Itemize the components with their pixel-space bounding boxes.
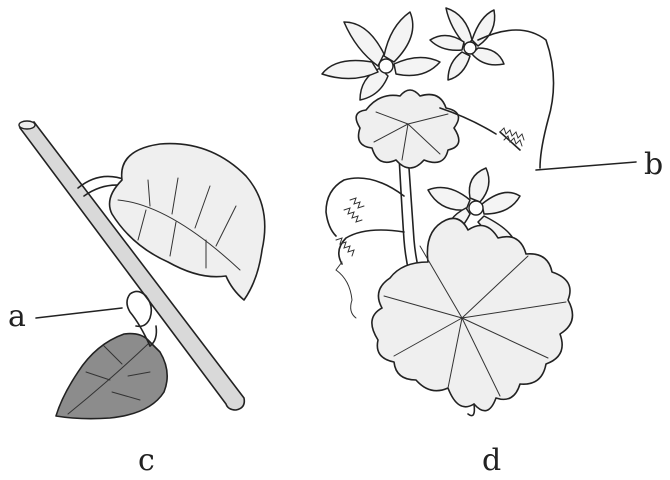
large-palmate-leaf xyxy=(372,218,573,410)
figure-c: a c xyxy=(8,121,265,478)
pointer-b-line xyxy=(536,162,636,170)
figure-d: b d xyxy=(322,8,663,478)
label-b: b xyxy=(644,147,663,182)
left-tendril-upper-coil xyxy=(344,198,364,222)
label-a: a xyxy=(8,299,26,334)
pointer-a-line xyxy=(36,308,122,318)
caption-d: d xyxy=(482,443,501,478)
top-right-flower xyxy=(430,8,504,80)
caption-c: c xyxy=(138,443,155,478)
left-tendril-upper xyxy=(326,178,404,236)
top-left-flower xyxy=(322,12,440,100)
